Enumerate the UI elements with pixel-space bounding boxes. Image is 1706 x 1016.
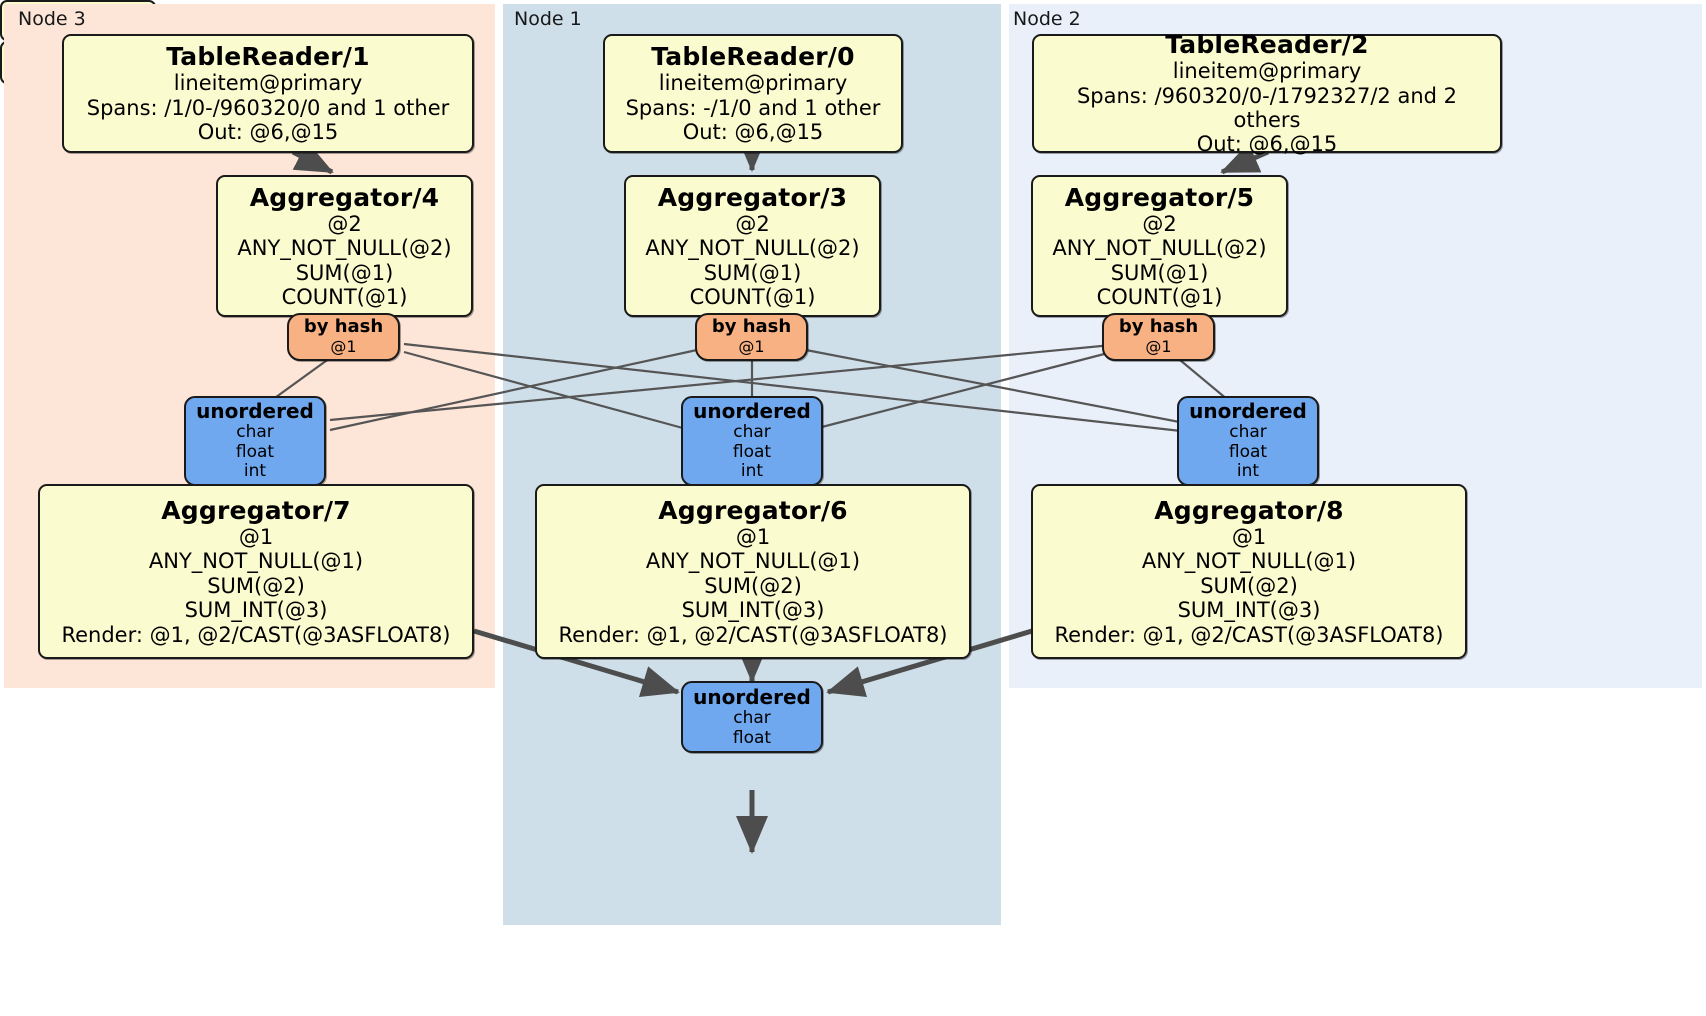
edge-hashR-unorderedC (817, 350, 1113, 430)
processor-table-reader-2[interactable]: TableReader/2 lineitem@primary Spans: /9… (1032, 30, 1502, 157)
node-label-node1: Node 1 (514, 8, 582, 30)
processor-line: lineitem@primary (658, 71, 848, 96)
edge-agg8-unordered-final (826, 628, 1033, 698)
processor-table-reader-1[interactable]: TableReader/1 lineitem@primary Spans: /1… (62, 34, 474, 153)
processor-line: COUNT(@1) (689, 284, 816, 309)
processor-line: ANY_NOT_NULL(@1) (1141, 549, 1357, 574)
processor-title: Aggregator/6 (658, 496, 848, 526)
processor-line: Out: @6,@15 (197, 120, 339, 145)
processor-title: Aggregator/8 (1154, 496, 1344, 526)
receiver-title: unordered (1189, 398, 1307, 423)
receiver-title: unordered (693, 684, 811, 709)
processor-line: Spans: /960320/0-/1792327/2 and 2 others (1076, 83, 1458, 132)
edge-tr2-agg5 (1220, 142, 1269, 175)
processor-title: Aggregator/4 (249, 182, 440, 212)
edge-hashL-unorderedL (271, 357, 331, 401)
processor-line: SUM_INT(@3) (184, 598, 328, 623)
processor-line: @1 (1231, 525, 1267, 550)
processor-title: TableReader/1 (166, 42, 370, 72)
processor-aggregator-3[interactable]: Aggregator/3 @2 ANY_NOT_NULL(@2) SUM(@1)… (624, 175, 881, 317)
receiver-line: float (235, 441, 275, 462)
processor-aggregator-4[interactable]: Aggregator/4 @2 ANY_NOT_NULL(@2) SUM(@1)… (216, 175, 473, 317)
receiver-line: float (732, 727, 772, 748)
processor-line: ANY_NOT_NULL(@1) (645, 549, 861, 574)
processor-line: lineitem@primary (1172, 59, 1362, 84)
receiver-line: float (732, 441, 772, 462)
processor-line: ANY_NOT_NULL(@2) (1052, 236, 1267, 261)
router-title: by hash (711, 316, 792, 338)
receiver-line: float (1228, 441, 1268, 462)
processor-line: SUM(@2) (1200, 573, 1298, 598)
processor-title: Aggregator/7 (161, 496, 351, 526)
processor-line: ANY_NOT_NULL(@1) (148, 549, 364, 574)
processor-aggregator-8[interactable]: Aggregator/8 @1 ANY_NOT_NULL(@1) SUM(@2)… (1031, 484, 1467, 659)
processor-line: @2 (327, 211, 362, 236)
processor-table-reader-0[interactable]: TableReader/0 lineitem@primary Spans: -/… (603, 34, 903, 153)
processor-line: Spans: -/1/0 and 1 other (625, 95, 881, 120)
processor-title: TableReader/0 (651, 42, 855, 72)
receiver-unordered-right[interactable]: unordered char float int (1177, 396, 1319, 486)
processor-line: Out: @6,@15 (682, 120, 824, 145)
router-title: by hash (303, 316, 384, 338)
processor-line: SUM(@1) (703, 260, 802, 285)
processor-line: SUM(@1) (295, 260, 394, 285)
router-by-hash-left[interactable]: by hash @1 (287, 313, 400, 361)
receiver-unordered-left[interactable]: unordered char float int (184, 396, 326, 486)
processor-line: Render: @1, @2/CAST(@3ASFLOAT8) (1054, 622, 1444, 647)
receiver-line: int (243, 461, 267, 482)
processor-line: SUM(@2) (704, 573, 802, 598)
processor-line: @2 (1142, 211, 1177, 236)
node-label-node2: Node 2 (1013, 8, 1081, 30)
node-label-node3: Node 3 (18, 8, 86, 30)
edge-hashR-unorderedL (329, 343, 1113, 422)
edge-hashR-unorderedR (1179, 359, 1229, 401)
processor-title: Aggregator/5 (1064, 182, 1255, 212)
edge-hashL-unorderedC (403, 350, 691, 432)
router-line: @1 (1145, 337, 1172, 357)
processor-line: ANY_NOT_NULL(@2) (645, 236, 860, 261)
router-by-hash-right[interactable]: by hash @1 (1102, 313, 1215, 361)
router-line: @1 (330, 337, 357, 357)
edge-hashC-unorderedL (329, 346, 707, 432)
router-title: by hash (1118, 316, 1199, 338)
processor-line: Spans: /1/0-/960320/0 and 1 other (86, 95, 450, 120)
processor-title: Aggregator/3 (657, 182, 848, 212)
router-line: @1 (738, 337, 765, 357)
receiver-line: char (733, 707, 771, 728)
processor-line: COUNT(@1) (1096, 284, 1223, 309)
receiver-unordered-center[interactable]: unordered char float int (681, 396, 823, 486)
processor-line: SUM_INT(@3) (1177, 598, 1321, 623)
receiver-unordered-final[interactable]: unordered char float (681, 681, 823, 753)
receiver-line: char (236, 422, 274, 443)
processor-line: ANY_NOT_NULL(@2) (237, 236, 452, 261)
processor-aggregator-6[interactable]: Aggregator/6 @1 ANY_NOT_NULL(@1) SUM(@2)… (535, 484, 971, 659)
processor-line: Render: @1, @2/CAST(@3ASFLOAT8) (61, 622, 451, 647)
edge-hashL-unorderedR (403, 342, 1191, 434)
processor-line: @2 (735, 211, 770, 236)
processor-line: @1 (735, 525, 771, 550)
processor-title: TableReader/2 (1165, 30, 1369, 60)
processor-line: Out: @6,@15 (1196, 132, 1338, 157)
processor-aggregator-7[interactable]: Aggregator/7 @1 ANY_NOT_NULL(@1) SUM(@2)… (38, 484, 474, 659)
receiver-line: int (740, 461, 764, 482)
router-by-hash-center[interactable]: by hash @1 (695, 313, 808, 361)
processor-aggregator-5[interactable]: Aggregator/5 @2 ANY_NOT_NULL(@2) SUM(@1)… (1031, 175, 1288, 317)
receiver-line: char (1229, 422, 1267, 443)
processor-line: Render: @1, @2/CAST(@3ASFLOAT8) (558, 622, 948, 647)
processor-line: COUNT(@1) (281, 284, 408, 309)
receiver-line: int (1236, 461, 1260, 482)
processor-line: SUM(@2) (207, 573, 305, 598)
receiver-title: unordered (196, 398, 314, 423)
receiver-title: unordered (693, 398, 811, 423)
processor-line: SUM_INT(@3) (681, 598, 825, 623)
edge-tr1-agg4 (291, 141, 334, 175)
processor-line: SUM(@1) (1110, 260, 1209, 285)
processor-line: lineitem@primary (173, 71, 363, 96)
receiver-line: char (733, 422, 771, 443)
edge-agg7-unordered-final (473, 628, 680, 698)
processor-line: @1 (238, 525, 274, 550)
edge-hashC-unorderedR (805, 348, 1191, 426)
